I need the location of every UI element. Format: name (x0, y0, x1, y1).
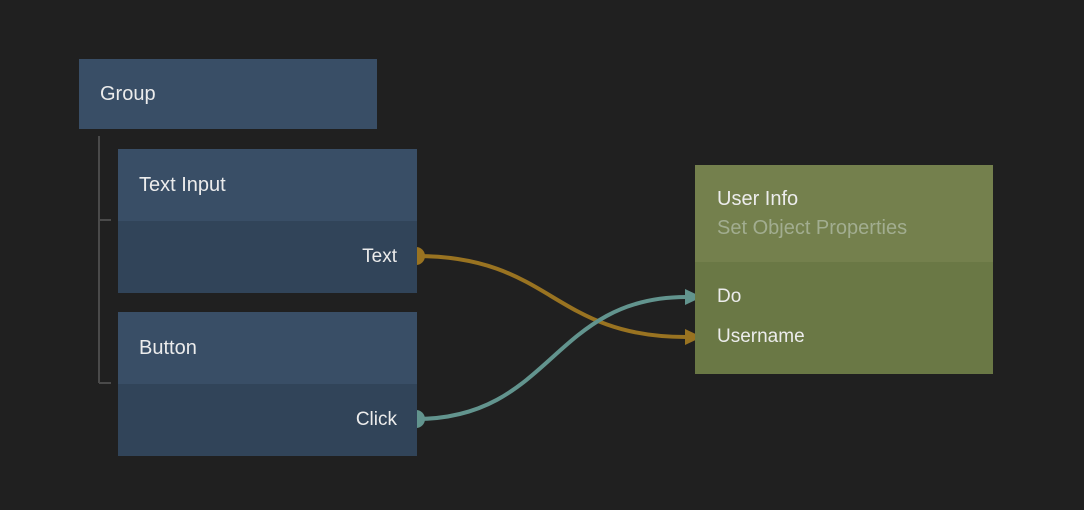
wire-click-to-do[interactable] (414, 295, 688, 421)
text-output-label: Text (362, 246, 397, 267)
group-node-title: Group (100, 82, 156, 105)
click-output-label: Click (355, 409, 397, 430)
button-node-header: Button (118, 312, 417, 384)
user-info-node-subtitle: Set Object Properties (717, 216, 908, 239)
button-node-title: Button (139, 336, 197, 359)
button-node[interactable]: Button Click (118, 312, 417, 456)
user-info-node[interactable]: User Info Set Object Properties Do Usern… (695, 165, 993, 374)
do-input-row[interactable]: Do (717, 277, 993, 317)
user-info-node-inputs: Do Username (695, 262, 993, 374)
text-input-node-header: Text Input (118, 149, 417, 221)
text-input-node-title: Text Input (139, 173, 226, 196)
do-input-label: Do (717, 286, 742, 307)
username-input-label: Username (717, 326, 805, 347)
button-node-outputs: Click (118, 384, 417, 456)
group-node[interactable]: Group (79, 59, 377, 129)
user-info-node-header: User Info Set Object Properties (695, 165, 993, 262)
text-input-node[interactable]: Text Input Text (118, 149, 417, 293)
group-hierarchy-bracket (98, 136, 111, 384)
wire-text-to-username[interactable] (414, 254, 688, 339)
text-input-node-outputs: Text (118, 221, 417, 293)
username-input-row[interactable]: Username (717, 317, 993, 357)
user-info-node-title: User Info (717, 187, 799, 210)
group-node-header: Group (79, 59, 377, 129)
